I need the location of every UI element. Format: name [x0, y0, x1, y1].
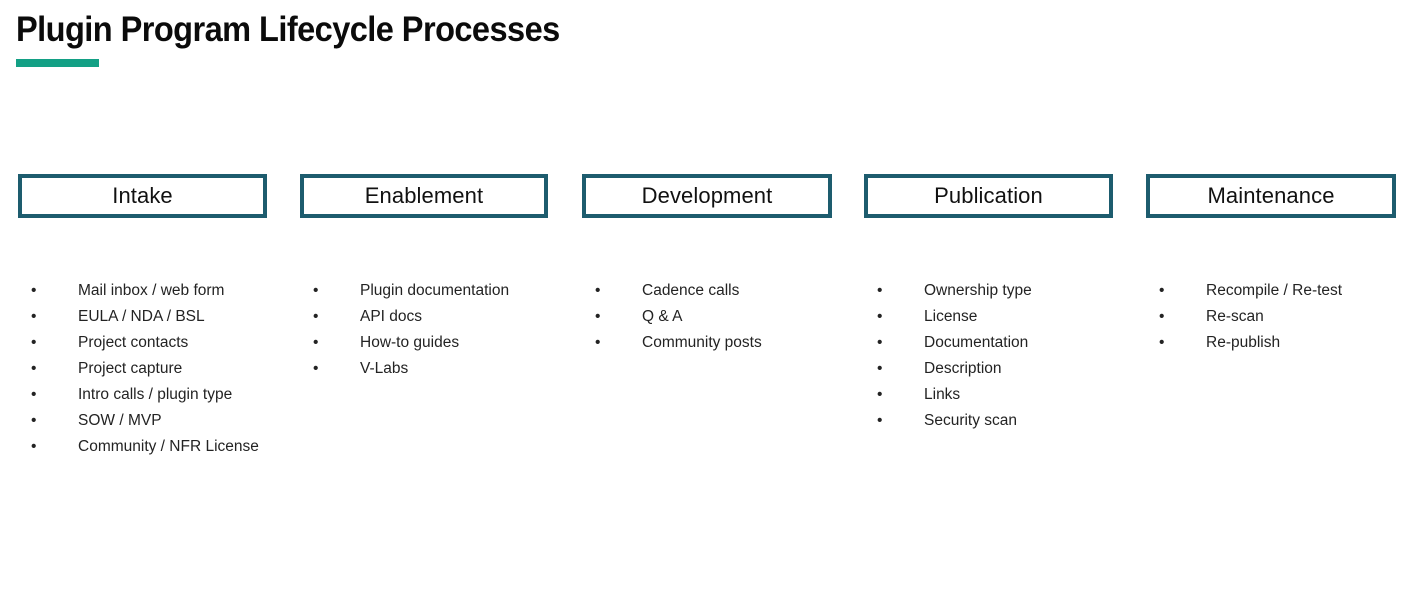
list-item: • License	[877, 304, 1032, 330]
bullet-dot-icon: •	[595, 308, 601, 325]
list-item-label: V-Labs	[360, 360, 409, 377]
phase-item-list-maintenance: • Recompile / Re-test • Re-scan • Re-publish	[1159, 278, 1342, 356]
list-item: • Links	[877, 382, 1032, 408]
list-item-label: Q & A	[642, 308, 683, 325]
list-item: • Project contacts	[31, 330, 259, 356]
list-item-label: Security scan	[924, 412, 1018, 429]
list-item: • Mail inbox / web form	[31, 278, 259, 304]
phase-box-label: Publication	[934, 183, 1043, 208]
bullet-dot-icon: •	[595, 282, 601, 299]
lifecycle-column-enablement: Enablement • Plugin documentation • API docs…	[300, 174, 548, 377]
page-title: Plugin Program Lifecycle Processes	[16, 10, 560, 49]
bullet-dot-icon: •	[313, 360, 319, 377]
phase-box-label: Maintenance	[1207, 183, 1335, 208]
list-item-label: Community posts	[642, 334, 762, 351]
list-item: • API docs	[313, 304, 509, 330]
list-item-label: Documentation	[924, 334, 1029, 351]
bullet-dot-icon: •	[877, 308, 883, 325]
phase-box-maintenance[interactable]: Maintenance	[1146, 174, 1396, 218]
list-item-label: Project contacts	[78, 334, 189, 351]
list-item: • Ownership type	[877, 278, 1032, 304]
list-item: • Re-publish	[1159, 330, 1342, 356]
lifecycle-column-intake: Intake • Mail inbox / web form • EULA / NDA …	[18, 174, 267, 455]
bullet-dot-icon: •	[31, 412, 37, 429]
bullet-dot-icon: •	[1159, 282, 1165, 299]
list-item: • V-Labs	[313, 356, 509, 382]
phase-box-label: Intake	[112, 183, 173, 208]
phase-box-label: Enablement	[364, 183, 484, 208]
list-item: • Q & A	[595, 304, 762, 330]
list-item-label: How-to guides	[360, 334, 460, 351]
list-item: • Recompile / Re-test	[1159, 278, 1342, 304]
phase-box-intake[interactable]: Intake	[18, 174, 267, 218]
list-item-label: SOW / MVP	[78, 412, 162, 429]
phase-item-list-publication: • Ownership type • License • Documentation • De…	[877, 278, 1032, 434]
list-item-label: Mail inbox / web form	[78, 282, 225, 299]
bullet-dot-icon: •	[1159, 308, 1165, 325]
phase-box-label: Development	[641, 183, 773, 208]
list-item-label: Description	[924, 360, 1002, 377]
phase-box-development[interactable]: Development	[582, 174, 832, 218]
list-item-label: Intro calls / plugin type	[78, 386, 233, 403]
list-item: • EULA / NDA / BSL	[31, 304, 259, 330]
bullet-dot-icon: •	[31, 282, 37, 299]
bullet-dot-icon: •	[31, 438, 37, 455]
phase-box-publication[interactable]: Publication	[864, 174, 1113, 218]
list-item: • Plugin documentation	[313, 278, 509, 304]
bullet-dot-icon: •	[31, 334, 37, 351]
bullet-dot-icon: •	[595, 334, 601, 351]
list-item-label: Links	[924, 386, 961, 403]
bullet-dot-icon: •	[31, 308, 37, 325]
list-item-label: Ownership type	[924, 282, 1032, 299]
list-item: • Project capture	[31, 356, 259, 382]
bullet-dot-icon: •	[313, 282, 319, 299]
bullet-dot-icon: •	[877, 386, 883, 403]
list-item-label: License	[924, 308, 978, 325]
phase-box-enablement[interactable]: Enablement	[300, 174, 548, 218]
lifecycle-column-maintenance: Maintenance•Recompile / Re-test•Re-scan•…	[1146, 174, 1396, 351]
list-item: • Security scan	[877, 408, 1032, 434]
bullet-dot-icon: •	[1159, 334, 1165, 351]
list-item-label: Plugin documentation	[360, 282, 510, 299]
bullet-dot-icon: •	[313, 334, 319, 351]
phase-item-list-enablement: • Plugin documentation • API docs • How-to gu…	[313, 278, 509, 382]
list-item-label: Cadence calls	[642, 282, 740, 299]
list-item: • SOW / MVP	[31, 408, 259, 434]
list-item-label: Re-publish	[1206, 334, 1281, 351]
bullet-dot-icon: •	[877, 282, 883, 299]
list-item: • Community / NFR License	[31, 434, 259, 460]
list-item-label: Community / NFR License	[78, 438, 259, 455]
list-item-label: Recompile / Re-test	[1206, 282, 1343, 299]
list-item: • Community posts	[595, 330, 762, 356]
bullet-dot-icon: •	[877, 412, 883, 429]
list-item-label: Project capture	[78, 360, 183, 377]
bullet-dot-icon: •	[313, 308, 319, 325]
lifecycle-column-development: Development • Cadence calls • Q & A • Communit…	[582, 174, 832, 351]
lifecycle-column-publication: Publication • Ownership type • License • Docum…	[864, 174, 1113, 429]
bullet-dot-icon: •	[31, 386, 37, 403]
bullet-dot-icon: •	[31, 360, 37, 377]
list-item-label: API docs	[360, 308, 423, 325]
list-item-label: Re-scan	[1206, 308, 1264, 325]
list-item: • Cadence calls	[595, 278, 762, 304]
title-accent-rule	[16, 59, 99, 67]
bullet-dot-icon: •	[877, 360, 883, 377]
phase-item-list-intake: •Mail inbox / web form•EULA / NDA / BSL•…	[31, 278, 259, 460]
list-item: • Re-scan	[1159, 304, 1342, 330]
list-item: • How-to guides	[313, 330, 509, 356]
phase-item-list-development: • Cadence calls • Q & A • Community posts	[595, 278, 762, 356]
bullet-dot-icon: •	[877, 334, 883, 351]
list-item-label: EULA / NDA / BSL	[78, 308, 205, 325]
list-item: • Description	[877, 356, 1032, 382]
list-item: • Documentation	[877, 330, 1032, 356]
list-item: • Intro calls / plugin type	[31, 382, 259, 408]
